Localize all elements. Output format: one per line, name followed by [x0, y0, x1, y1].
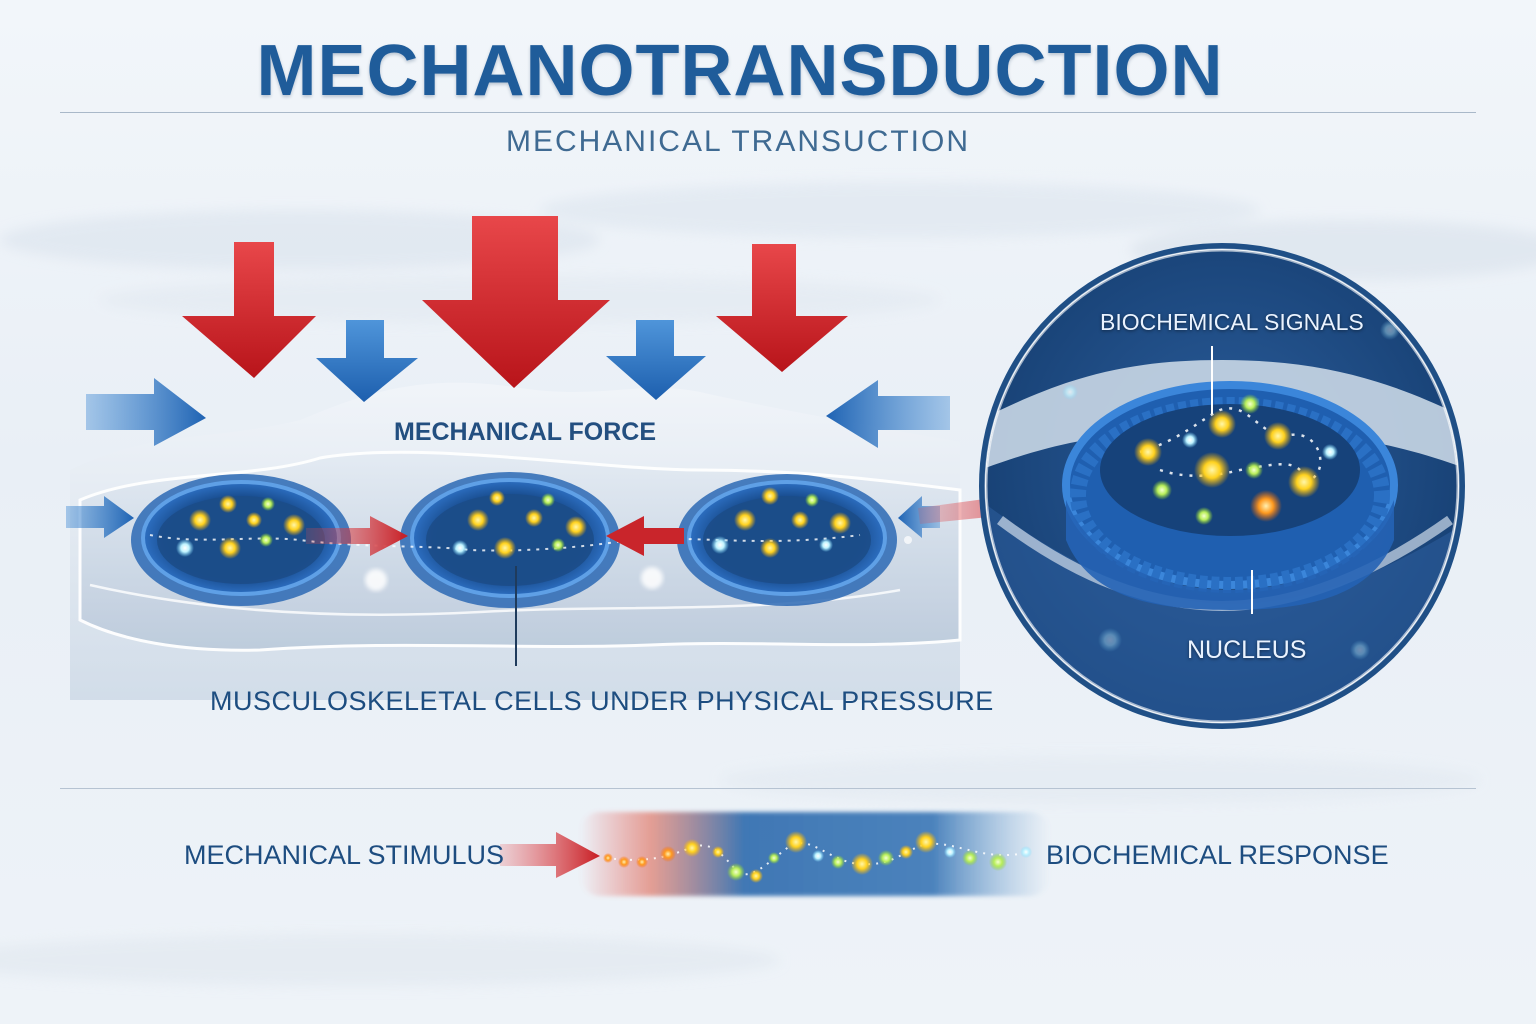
red-left-arrow-1 [606, 516, 684, 556]
mechanical-stimulus-label: MECHANICAL STIMULUS [184, 840, 505, 870]
signal-dots-cell-2 [452, 490, 587, 559]
cell-signals [149, 487, 861, 559]
mechanical-force-label: MECHANICAL FORCE [394, 418, 657, 446]
cell-3 [677, 474, 897, 606]
blue-right-arrow-1 [86, 378, 206, 446]
bottom-rule [60, 788, 1476, 789]
force-arrows [182, 216, 848, 388]
blue-right-arrow-2 [66, 496, 134, 538]
pressure-arrows [66, 320, 950, 538]
signal-dots-cell-3 [711, 487, 851, 558]
red-down-arrow-2 [422, 216, 610, 388]
red-down-arrow-3 [716, 244, 848, 372]
blue-down-arrow-1 [316, 320, 418, 402]
page-title: MECHANOTRANSDUCTION [256, 31, 1224, 111]
title-rule [60, 112, 1476, 113]
blue-left-arrow-1 [826, 380, 950, 448]
intercell-arrows [306, 516, 684, 556]
zoom-circle [979, 243, 1465, 729]
red-down-arrow-1 [182, 242, 316, 378]
stimulus-arrow [500, 832, 600, 878]
transduction-strip [500, 812, 1050, 896]
cells-caption: MUSCULOSKELETAL CELLS UNDER PHYSICAL PRE… [210, 686, 994, 716]
red-right-arrow-1 [306, 516, 408, 556]
page-subtitle: MECHANICAL TRANSUCTION [505, 125, 971, 158]
blue-down-arrow-2 [606, 320, 706, 400]
signal-dots-cell-1 [176, 495, 305, 559]
nucleus-label: NUCLEUS [1187, 636, 1307, 664]
biochemical-signals-label: BIOCHEMICAL SIGNALS [1100, 309, 1364, 335]
biochemical-response-label: BIOCHEMICAL RESPONSE [1046, 840, 1389, 870]
